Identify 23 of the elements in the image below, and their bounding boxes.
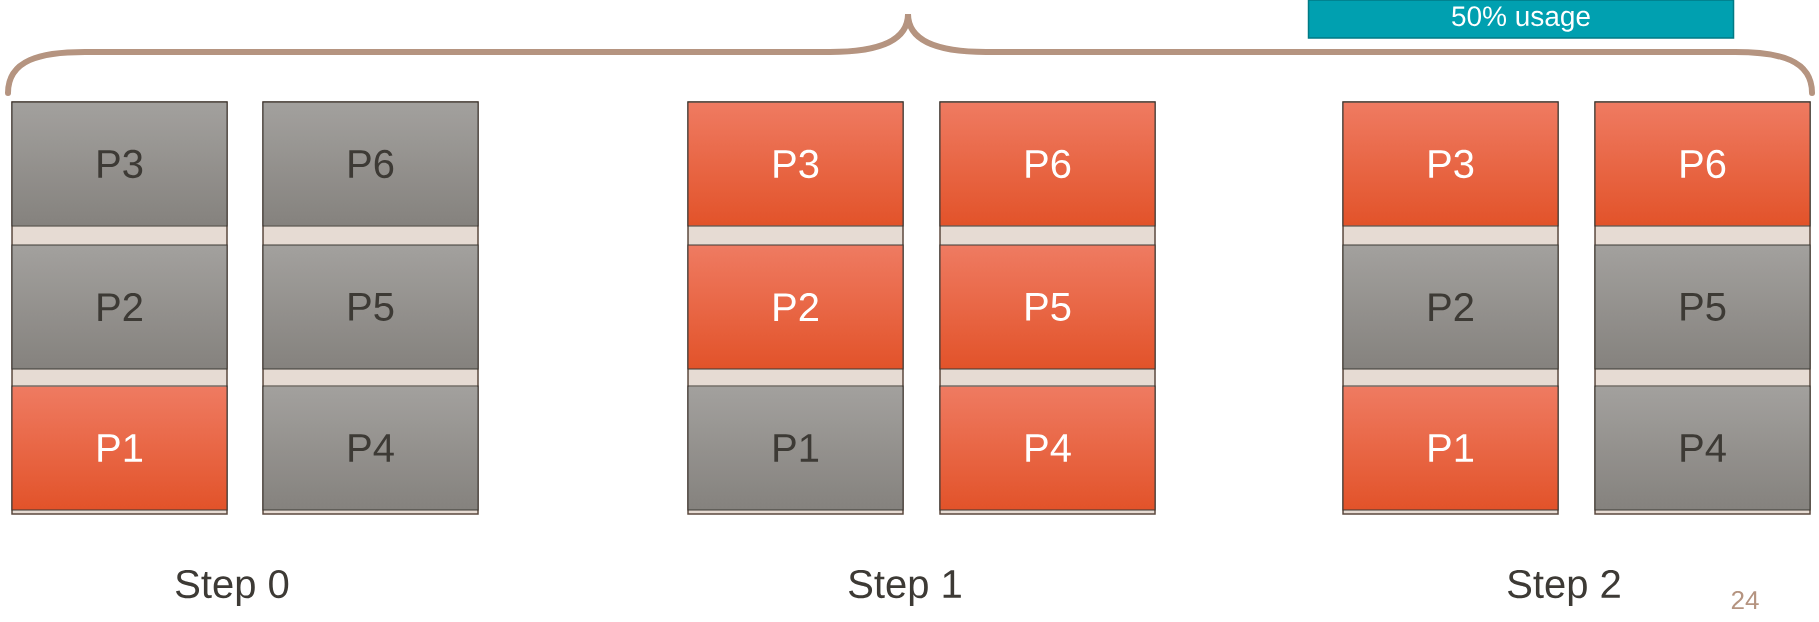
process-box: P5	[1594, 244, 1811, 370]
process-box: P5	[939, 244, 1156, 370]
process-box: P4	[262, 385, 479, 511]
process-box: P4	[1594, 385, 1811, 511]
process-box: P1	[687, 385, 904, 511]
process-box: P6	[262, 101, 479, 227]
usage-box: 50% usage	[1307, 0, 1735, 39]
process-box: P1	[1342, 385, 1559, 511]
step-label: Step 0	[176, 569, 289, 607]
process-box: P3	[1342, 101, 1559, 227]
process-box: P5	[262, 244, 479, 370]
process-box: P6	[939, 101, 1156, 227]
process-box: P2	[687, 244, 904, 370]
step-label: Step 2	[1508, 569, 1620, 607]
process-box: P2	[1342, 244, 1559, 370]
process-box: P3	[11, 101, 228, 227]
process-box: P3	[687, 101, 904, 227]
process-box: P1	[11, 385, 228, 511]
process-box: P4	[939, 385, 1156, 511]
page-number: 24	[1731, 590, 1759, 610]
process-box: P2	[11, 244, 228, 370]
process-box: P6	[1594, 101, 1811, 227]
step-label: Step 1	[849, 569, 961, 607]
